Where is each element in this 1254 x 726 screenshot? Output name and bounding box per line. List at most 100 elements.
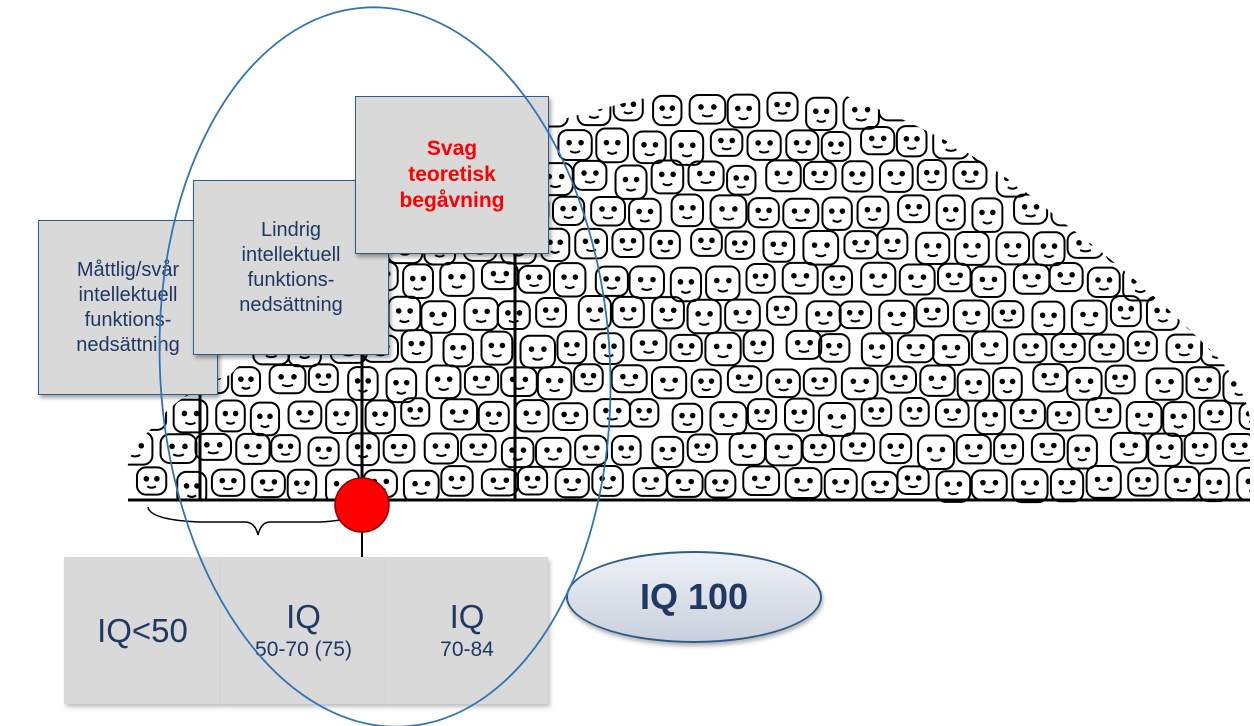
crowd-face-mouth	[1025, 284, 1038, 288]
crowd-face-eye	[1181, 413, 1188, 420]
crowd-face	[937, 262, 972, 293]
crowd-face-mouth	[146, 419, 157, 424]
crowd-face-eye	[1192, 172, 1199, 179]
crowd-face-mouth	[146, 485, 157, 489]
crowd-face-mouth	[1043, 323, 1054, 328]
crowd-face-eye	[560, 205, 566, 212]
crowd-face	[1218, 160, 1249, 191]
crowd-face	[554, 468, 590, 499]
crowd-face-eye	[253, 101, 260, 108]
crowd-face-eye	[1107, 476, 1113, 483]
crowd-face-eye	[672, 377, 679, 384]
crowd-face-mouth	[186, 494, 197, 498]
crowd-face-eye	[770, 241, 777, 248]
crowd-face	[935, 194, 966, 231]
crowd-face-eye	[1168, 138, 1174, 145]
crowd-face-eye	[1087, 378, 1094, 385]
crowd-face-mouth	[1197, 387, 1209, 392]
crowd-face	[766, 91, 799, 122]
crowd-face-eye	[449, 409, 456, 415]
crowd-face-eye	[1084, 446, 1091, 453]
crowd-face	[325, 398, 358, 435]
crowd-face-eye	[916, 406, 923, 413]
crowd-face-mouth	[739, 383, 750, 387]
crowd-face-eye	[326, 446, 332, 453]
crowd-face	[971, 129, 1003, 163]
crowd-face-eye	[578, 139, 584, 146]
crowd-face	[628, 197, 662, 231]
crowd-face-eye	[860, 442, 867, 448]
crowd-face	[652, 94, 683, 127]
crowd-face-mouth	[1043, 117, 1054, 121]
crowd-face-mouth	[964, 179, 976, 183]
crowd-face	[917, 434, 956, 471]
crowd-face-eye	[879, 344, 886, 350]
crowd-face-eye	[382, 411, 389, 417]
crowd-face-eye	[1168, 444, 1174, 450]
crowd-face	[726, 93, 761, 129]
crowd-face-eye	[1175, 343, 1181, 349]
crowd-face	[536, 366, 573, 401]
crowd-face-mouth	[662, 457, 673, 461]
crowd-face-eye	[220, 134, 226, 141]
crowd-face-mouth	[280, 452, 291, 456]
crowd-face-eye	[390, 443, 397, 450]
crowd-face	[591, 465, 624, 497]
crowd-face-eye	[603, 407, 609, 414]
crowd-face-eye	[729, 137, 736, 144]
crowd-face	[480, 330, 514, 366]
crowd-face-eye	[164, 170, 171, 177]
crowd-face-eye	[973, 170, 979, 176]
crowd-face-mouth	[715, 488, 726, 492]
crowd-face-mouth	[1098, 287, 1110, 291]
crowd-face-eye	[650, 276, 656, 283]
crowd-face	[362, 469, 398, 499]
crowd-face-eye	[828, 141, 834, 147]
crowd-face	[402, 263, 434, 299]
crowd-face-eye	[459, 475, 466, 482]
crowd-face-eye	[1225, 170, 1232, 177]
crowd-face-eye	[713, 343, 720, 350]
crowd-face-mouth	[965, 321, 978, 325]
crowd-face-eye	[698, 378, 704, 384]
crowd-face-eye	[558, 173, 565, 180]
iq-100-label: IQ 100	[566, 551, 822, 643]
iq-70-84-box: IQ 70-84	[386, 557, 548, 704]
crowd-face	[952, 160, 988, 190]
crowd-face	[154, 96, 189, 129]
crowd-face	[463, 365, 500, 396]
crowd-face	[250, 125, 286, 155]
crowd-face	[952, 93, 985, 129]
crowd-face-eye	[670, 446, 677, 453]
crowd-face-eye	[503, 477, 510, 484]
crowd-face-eye	[868, 135, 875, 142]
crowd-face-eye	[980, 479, 986, 486]
crowd-face-mouth	[717, 289, 729, 293]
crowd-face-eye	[291, 374, 297, 380]
crowd-face-eye	[409, 275, 416, 282]
weak-line-2: teoretisk	[408, 162, 496, 186]
crowd-face	[781, 261, 819, 295]
crowd-face-eye	[1243, 103, 1249, 110]
crowd-face-eye	[689, 412, 696, 419]
crowd-face-eye	[593, 170, 599, 176]
crowd-face-eye	[976, 379, 982, 386]
crowd-face	[1185, 366, 1221, 399]
crowd-face-eye	[462, 409, 469, 415]
crowd-face	[956, 368, 991, 402]
crowd-face-eye	[794, 477, 800, 484]
crowd-face-mouth	[547, 115, 558, 120]
crowd-face-mouth	[644, 152, 656, 157]
crowd-face-eye	[942, 206, 949, 213]
crowd-face-mouth	[835, 489, 847, 494]
crowd-face-mouth	[1098, 487, 1110, 491]
crowd-face-eye	[803, 272, 810, 279]
crowd-face-mouth	[773, 251, 784, 256]
crowd-face-eye	[1237, 312, 1244, 319]
crowd-face-mouth	[662, 318, 674, 322]
crowd-face-eye	[1004, 175, 1010, 182]
crowd-face-eye	[1009, 378, 1016, 385]
crowd-face-mouth	[165, 117, 177, 121]
iq-below-50-box: IQ<50	[64, 557, 221, 704]
crowd-face-eye	[746, 105, 752, 112]
